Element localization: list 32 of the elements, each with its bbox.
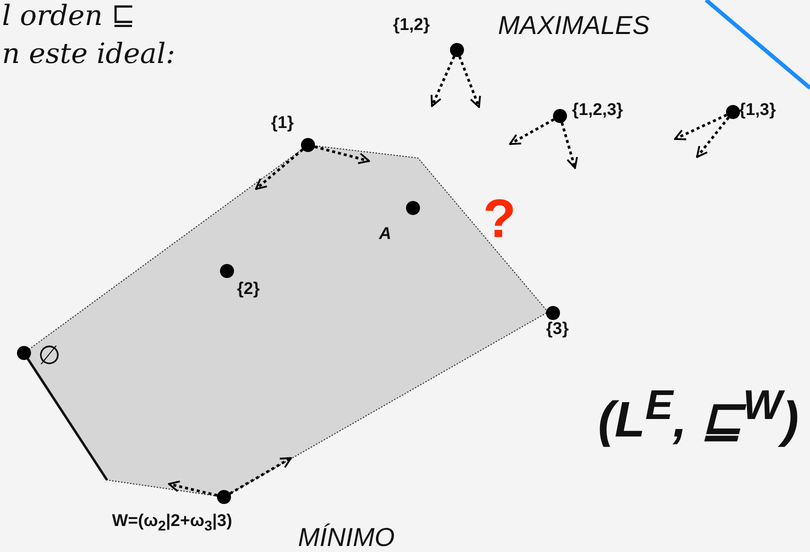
point-dot: [726, 105, 740, 119]
dotted-arrow: [696, 116, 730, 158]
point-dot: [301, 138, 315, 152]
point-dot: [217, 490, 231, 504]
point-label: {1}: [271, 114, 294, 131]
handwritten-note: n este ideal:: [2, 40, 176, 68]
point-label: {1,2}: [393, 16, 430, 33]
point-dot: [553, 109, 567, 123]
dotted-arrow: [560, 122, 578, 169]
dotted-arrow: [458, 56, 481, 108]
dotted-arrow: [674, 114, 728, 140]
point-label: {1,2,3}: [572, 101, 624, 118]
point-label: {3}: [546, 320, 569, 337]
dotted-arrow: [255, 148, 304, 190]
ordered-set-label: (L$^{E}$, ⊑$^{W}$): [598, 384, 799, 445]
point-label: A: [379, 225, 392, 242]
point-dot: [17, 346, 31, 360]
point-label: {2}: [237, 280, 260, 297]
point-dot: [546, 306, 560, 320]
dotted-arrow: [509, 118, 555, 146]
section-label: MAXIMALES: [498, 12, 650, 38]
dotted-arrow: [314, 146, 370, 164]
dotted-arrow: [229, 456, 292, 495]
dotted-arrow: [168, 480, 218, 497]
point-label: W=(ω$_{2}$|2+ω$_{3}$|3): [112, 512, 232, 534]
dotted-arrow: [430, 56, 456, 107]
handwritten-note: l orden ⊑: [2, 2, 136, 30]
question-mark: ?: [483, 192, 516, 246]
point-label: {1,3}: [739, 101, 776, 118]
point-label: ∅: [38, 342, 61, 368]
section-label: MÍNIMO: [298, 524, 395, 550]
point-dot: [450, 43, 464, 57]
